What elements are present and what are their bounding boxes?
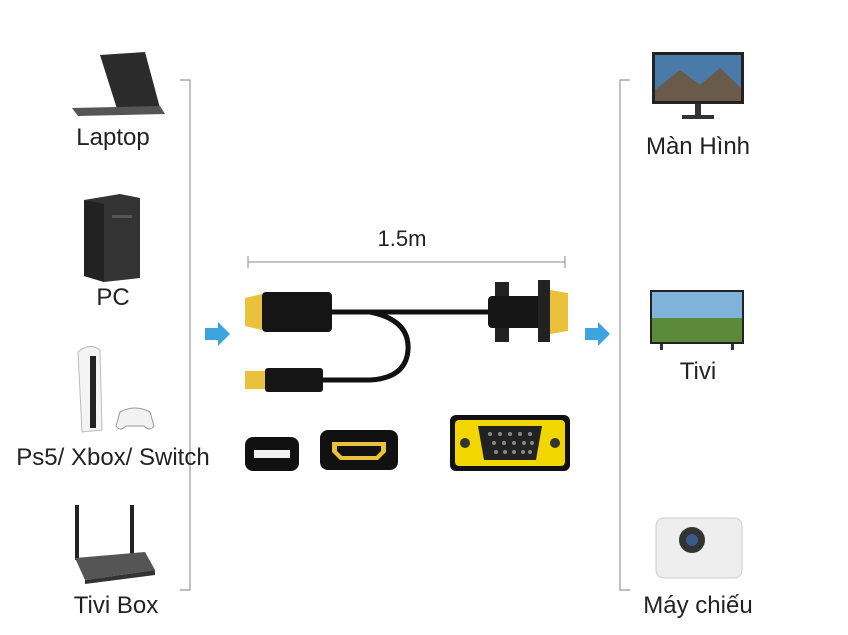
monitor-icon — [652, 52, 744, 119]
game-console-icon — [77, 346, 155, 433]
output-label-monitor: Màn Hình — [645, 133, 751, 160]
source-label-pc: PC — [96, 284, 130, 311]
right-bracket — [619, 79, 630, 591]
cable — [245, 280, 568, 392]
tv-box-icon — [75, 505, 155, 584]
usb-port-icon — [245, 437, 299, 471]
cable-length-label: 1.5m — [377, 226, 427, 251]
arrow-right-icon — [205, 322, 230, 346]
vga-port-icon — [450, 415, 570, 471]
projector-icon — [655, 517, 743, 579]
source-label-console: Ps5/ Xbox/ Switch — [16, 444, 210, 471]
length-dimension-line — [247, 256, 566, 268]
laptop-icon — [72, 52, 165, 116]
output-label-tv: Tivi — [679, 358, 717, 385]
pc-tower-icon — [84, 194, 140, 282]
source-label-tv-box: Tivi Box — [73, 592, 159, 619]
hdmi-port-icon — [320, 430, 398, 470]
left-bracket — [180, 79, 191, 591]
vga-connector — [488, 280, 568, 342]
arrow-right-icon — [585, 322, 610, 346]
usb-connector — [245, 371, 265, 389]
output-label-projector: Máy chiếu — [643, 592, 753, 619]
tv-icon — [650, 290, 744, 350]
hdmi-connector — [245, 294, 262, 330]
source-label-laptop: Laptop — [76, 124, 150, 151]
